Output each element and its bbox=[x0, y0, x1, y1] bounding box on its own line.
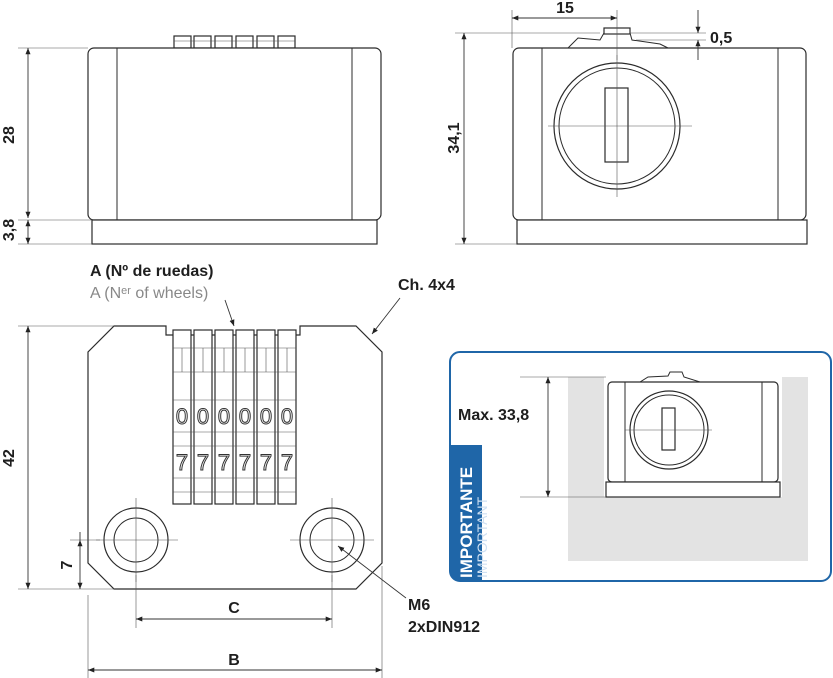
wheel-mark: 7 bbox=[218, 450, 230, 475]
front-wheel-tabs bbox=[173, 35, 296, 49]
side-view bbox=[512, 27, 808, 245]
dim-3-8-label: 3,8 bbox=[1, 219, 18, 241]
mounting-hole-right bbox=[290, 498, 374, 582]
dim-34-1-label: 34,1 bbox=[446, 122, 463, 153]
front-view bbox=[87, 35, 382, 245]
wheel-mark: 7 bbox=[176, 450, 188, 475]
wheel-digit: 0 bbox=[197, 404, 209, 429]
important-box bbox=[449, 351, 832, 582]
max-height-label: Max. 33,8 bbox=[458, 407, 529, 424]
chamfer-label: Ch. 4x4 bbox=[398, 277, 455, 294]
wheel-mark: 7 bbox=[239, 450, 251, 475]
mounting-hole-left bbox=[96, 498, 178, 582]
dim-c-label: C bbox=[228, 600, 240, 617]
wheel-digit: 0 bbox=[239, 404, 251, 429]
front-dimensions bbox=[18, 47, 92, 245]
wheel-digit: 0 bbox=[176, 404, 188, 429]
top-view: 0 0 0 0 0 0 7 7 7 7 7 7 bbox=[87, 325, 383, 590]
screw-size-label: M6 bbox=[408, 597, 430, 614]
dim-7-label: 7 bbox=[59, 560, 76, 569]
side-dimensions bbox=[455, 10, 706, 245]
wheel-digit: 0 bbox=[281, 404, 293, 429]
counter-wheels bbox=[172, 329, 297, 505]
wheel-digit: 0 bbox=[218, 404, 230, 429]
wheels-label-es: A (Nº de ruedas) bbox=[90, 263, 214, 280]
dim-b-label: B bbox=[228, 652, 240, 669]
wheels-label-en: A (Nᵉʳ of wheels) bbox=[90, 285, 208, 302]
important-label-en: IMPORTANT bbox=[474, 496, 490, 578]
dim-28-label: 28 bbox=[1, 126, 18, 144]
important-label-es: IMPORTANTE bbox=[457, 467, 476, 578]
dim-15-label: 15 bbox=[556, 0, 574, 17]
top-dimensions bbox=[18, 297, 407, 678]
dim-0-5-label: 0,5 bbox=[710, 30, 732, 47]
screw-standard-label: 2xDIN912 bbox=[408, 619, 480, 636]
wheel-mark: 7 bbox=[281, 450, 293, 475]
wheel-mark: 7 bbox=[260, 450, 272, 475]
dim-42-label: 42 bbox=[1, 449, 18, 467]
wheel-digit: 0 bbox=[260, 404, 272, 429]
wheel-mark: 7 bbox=[197, 450, 209, 475]
